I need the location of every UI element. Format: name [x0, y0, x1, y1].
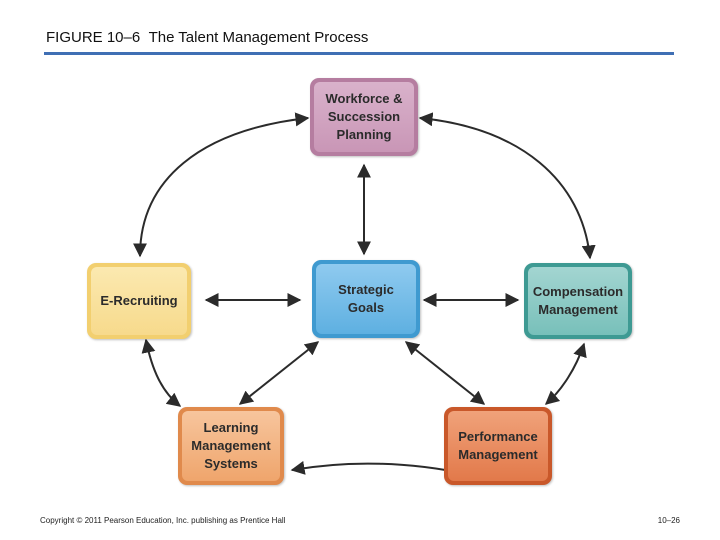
node-e-recruiting: E-Recruiting [87, 263, 191, 339]
page-number: 10–26 [657, 516, 680, 525]
node-workforce-succession-planning: Workforce & Succession Planning [310, 78, 418, 156]
arrow-learning-performance [290, 460, 468, 479]
node-performance-management: Performance Management [444, 407, 552, 485]
node-strategic-goals: Strategic Goals [312, 260, 420, 338]
node-performance-label: Performance Management [448, 411, 548, 481]
copyright-notice: Copyright © 2011 Pearson Education, Inc.… [40, 516, 286, 525]
node-learning-management-systems: Learning Management Systems [178, 407, 284, 485]
node-compensation-management: Compensation Management [524, 263, 632, 339]
arrow-erecruiting-learning [141, 338, 182, 407]
arrow-workforce-erecruiting [133, 112, 310, 258]
arrow-workforce-compensation [418, 112, 596, 260]
arrow-strategic-performance [404, 341, 486, 405]
node-compensation-label: Compensation Management [528, 267, 628, 335]
node-workforce-label: Workforce & Succession Planning [314, 82, 414, 152]
arrow-compensation-performance [544, 342, 587, 405]
figure-number: FIGURE 10–6 [46, 29, 141, 46]
figure-title: FIGURE 10–6 The Talent Management Proces… [46, 29, 368, 46]
node-strategic-label: Strategic Goals [316, 264, 416, 334]
arrow-strategic-learning [238, 341, 320, 405]
node-erecruiting-label: E-Recruiting [91, 267, 187, 335]
figure-caption: The Talent Management Process [148, 29, 369, 46]
title-rule [44, 52, 674, 55]
node-learning-label: Learning Management Systems [182, 411, 280, 481]
